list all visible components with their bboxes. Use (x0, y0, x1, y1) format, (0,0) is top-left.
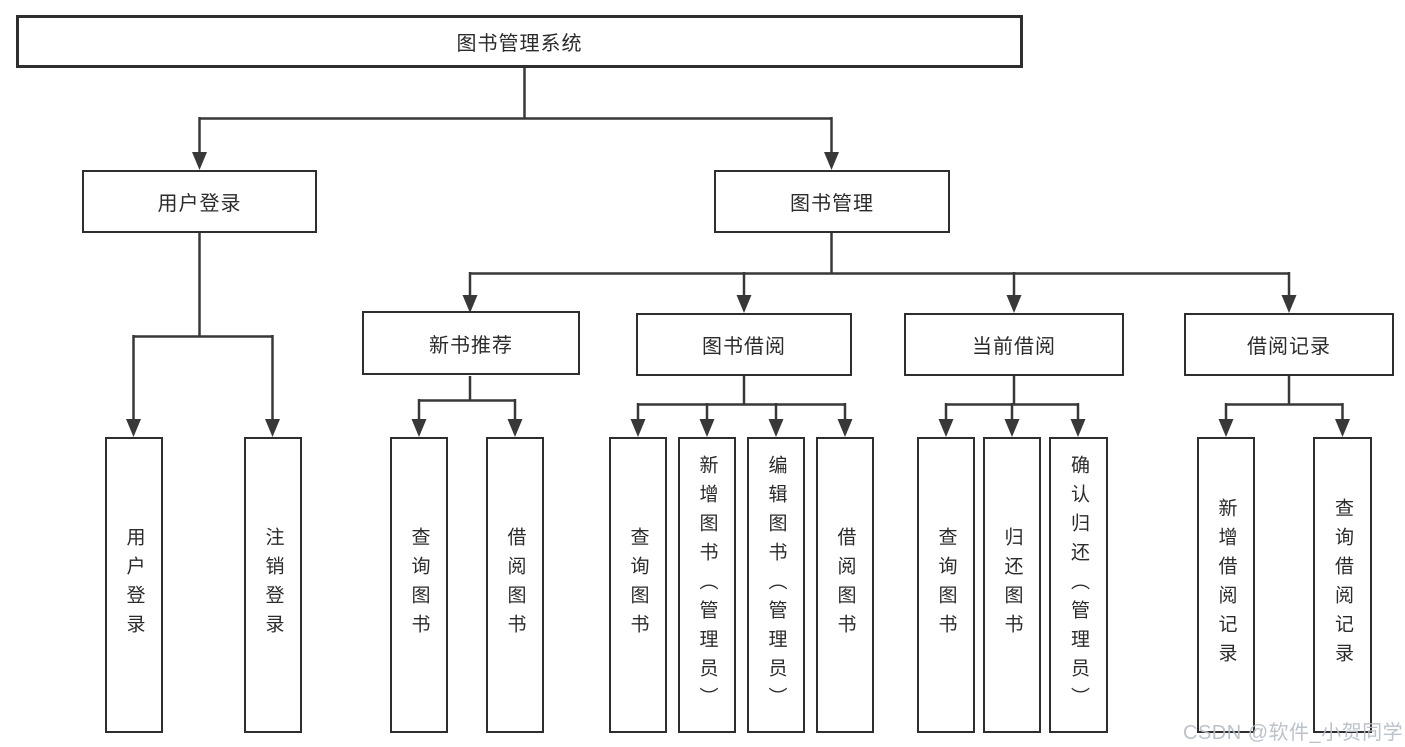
leaf-query-borrow-record-label: 查询借阅记录 (1332, 498, 1353, 672)
leaf-add-books-admin-label: 新增图书（管理员） (696, 454, 718, 716)
leaf-query-books-2-label: 查询图书 (627, 527, 649, 643)
leaf-query-borrow-record: 查询借阅记录 (1313, 437, 1372, 733)
node-book-borrow: 图书借阅 (636, 313, 852, 376)
node-new-book-recommend: 新书推荐 (362, 311, 580, 375)
node-current-borrow-label: 当前借阅 (972, 336, 1056, 358)
leaf-logout: 注销登录 (244, 437, 302, 733)
leaf-user-login-label: 用户登录 (123, 527, 145, 643)
leaf-logout-label: 注销登录 (262, 527, 284, 643)
leaf-borrow-books-1-label: 借阅图书 (504, 527, 526, 643)
leaf-borrow-books-2-label: 借阅图书 (834, 527, 856, 643)
leaf-query-books-3-label: 查询图书 (935, 527, 957, 643)
node-book-management-label: 图书管理 (790, 193, 874, 215)
node-new-book-recommend-label: 新书推荐 (429, 334, 513, 357)
leaf-confirm-return-admin-label: 确认归还（管理员） (1068, 454, 1089, 716)
node-user-login: 用户登录 (82, 170, 317, 233)
node-book-management: 图书管理 (714, 170, 950, 233)
leaf-query-books-3: 查询图书 (917, 437, 975, 733)
node-user-login-label: 用户登录 (157, 193, 242, 215)
leaf-borrow-books-1: 借阅图书 (486, 437, 544, 733)
leaf-query-books-1: 查询图书 (390, 437, 448, 733)
leaf-return-books-label: 归还图书 (1001, 527, 1023, 643)
arrowhead-icons (126, 152, 1350, 437)
leaf-confirm-return-admin: 确认归还（管理员） (1049, 437, 1108, 733)
node-library-management-system: 图书管理系统 (16, 15, 1023, 68)
leaf-edit-books-admin: 编辑图书（管理员） (747, 437, 805, 733)
leaf-borrow-books-2: 借阅图书 (816, 437, 874, 733)
csdn-watermark: CSDN @软件_小贺同学 (1183, 722, 1404, 744)
node-book-borrow-label: 图书借阅 (702, 336, 786, 358)
node-borrow-record: 借阅记录 (1184, 313, 1394, 376)
node-current-borrow: 当前借阅 (904, 313, 1124, 376)
leaf-add-borrow-record: 新增借阅记录 (1197, 437, 1255, 733)
leaf-edit-books-admin-label: 编辑图书（管理员） (765, 454, 787, 716)
leaf-user-login: 用户登录 (105, 437, 163, 733)
leaf-return-books: 归还图书 (983, 437, 1041, 733)
leaf-query-books-1-label: 查询图书 (408, 527, 430, 643)
node-library-management-system-label: 图书管理系统 (456, 33, 583, 55)
leaf-query-books-2: 查询图书 (609, 437, 667, 733)
node-borrow-record-label: 借阅记录 (1247, 336, 1331, 358)
leaf-add-borrow-record-label: 新增借阅记录 (1215, 498, 1237, 672)
leaf-add-books-admin: 新增图书（管理员） (678, 437, 736, 733)
